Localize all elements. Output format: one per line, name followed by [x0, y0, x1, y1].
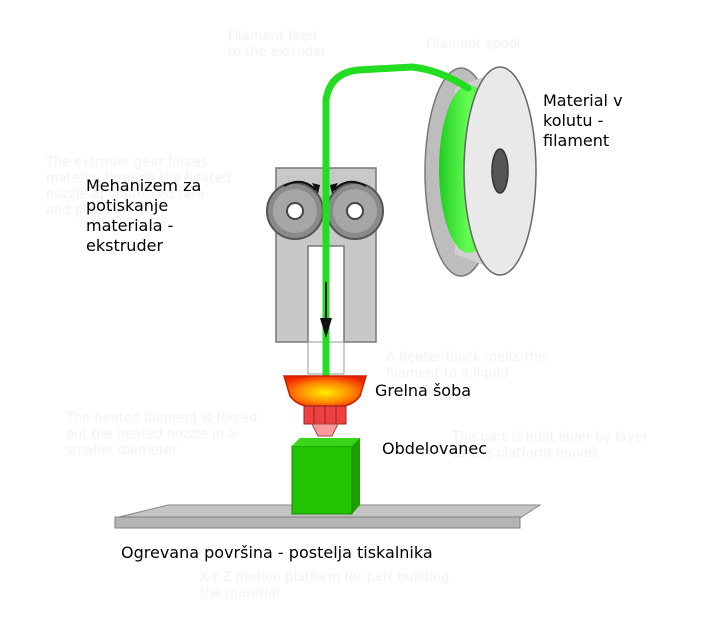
ghost-spool-text: Filament spool [426, 37, 521, 52]
ghost-nozzle-text: The heated filament is forced out the he… [66, 411, 258, 458]
feed-direction-arrow [320, 282, 332, 338]
label-workpiece: Obdelovanec [382, 439, 488, 458]
ghost-feed-text: Filament feed to the extruder [228, 29, 327, 60]
heater-block [282, 375, 368, 407]
label-filament: Material v kolutu - filament [543, 91, 623, 150]
workpiece [291, 438, 360, 515]
ghost-part-text: The part is built layer by layer as the … [452, 430, 649, 461]
filament-strand [322, 63, 472, 384]
label-heater: Grelna šoba [375, 381, 472, 400]
ghost-heater-text: A heater block melts the filament to a l… [386, 350, 547, 381]
gear-rotation-arrows [283, 180, 367, 194]
ghost-extruder-text: The extruder gear forces material throug… [46, 155, 231, 218]
label-extruder: Mehanizem za potiskanje materiala - ekst… [86, 176, 202, 255]
left-drive-gear [266, 182, 324, 240]
nozzle [303, 405, 347, 437]
label-bed: Ogrevana površina - postelja tiskalnika [121, 543, 433, 562]
filament-spool [424, 66, 537, 277]
ghost-bed-text: X-Y-Z motion platform for part building … [200, 570, 450, 601]
right-drive-gear [326, 182, 384, 240]
